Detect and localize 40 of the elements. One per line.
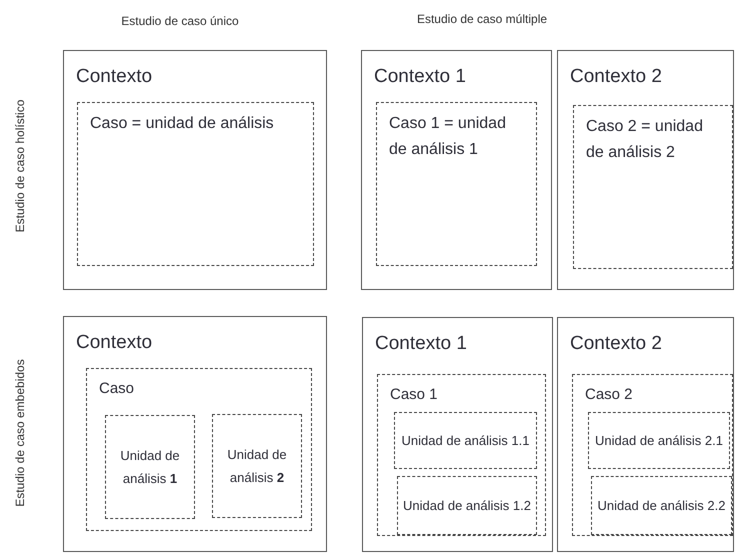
case-box xyxy=(573,105,733,269)
row-header: Estudio de caso holístico xyxy=(13,100,27,232)
context-box xyxy=(557,317,734,552)
context-heading: Contexto 2 xyxy=(570,65,663,89)
unit-label: Unidad de análisis 1 xyxy=(119,446,181,488)
context-box xyxy=(362,317,553,552)
context-box xyxy=(63,316,327,552)
case-box xyxy=(86,368,312,531)
case-label: Caso 1 = unidad de análisis 1 xyxy=(389,114,507,160)
column-header: Estudio de caso único xyxy=(121,14,239,28)
column-header: Estudio de caso múltiple xyxy=(416,12,548,26)
unit-label: Unidad de análisis 2.2 xyxy=(596,496,726,515)
unit-box xyxy=(212,414,302,518)
context-heading: Contexto xyxy=(76,65,154,89)
row-header: Estudio de caso embebidos xyxy=(13,359,27,507)
unit-label: Unidad de análisis 1.1 xyxy=(400,432,530,450)
unit-box xyxy=(397,476,537,535)
context-box xyxy=(557,50,734,290)
context-heading: Contexto 1 xyxy=(374,65,467,89)
case-label: Caso 2 xyxy=(585,385,634,405)
unit-box xyxy=(105,415,195,519)
case-label: Caso 1 xyxy=(390,385,439,405)
unit-label: Unidad de análisis 2.1 xyxy=(594,432,724,450)
context-heading: Contexto 2 xyxy=(570,332,663,356)
case-box xyxy=(376,102,537,266)
unit-box xyxy=(588,412,730,469)
context-box xyxy=(361,50,552,290)
unit-label: Unidad de análisis 1.2 xyxy=(402,496,532,515)
unit-box xyxy=(591,476,732,535)
context-heading: Contexto 1 xyxy=(375,332,468,356)
context-box xyxy=(63,50,327,290)
case-label: Caso = unidad de análisis xyxy=(90,114,275,134)
case-box xyxy=(77,102,314,266)
context-heading: Contexto xyxy=(76,331,154,355)
case-label: Caso 2 = unidad de análisis 2 xyxy=(586,117,704,164)
case-box xyxy=(377,374,546,536)
case-label: Caso xyxy=(99,379,136,399)
unit-box xyxy=(394,412,537,469)
unit-label: Unidad de análisis 2 xyxy=(226,446,288,487)
case-box xyxy=(572,374,733,536)
